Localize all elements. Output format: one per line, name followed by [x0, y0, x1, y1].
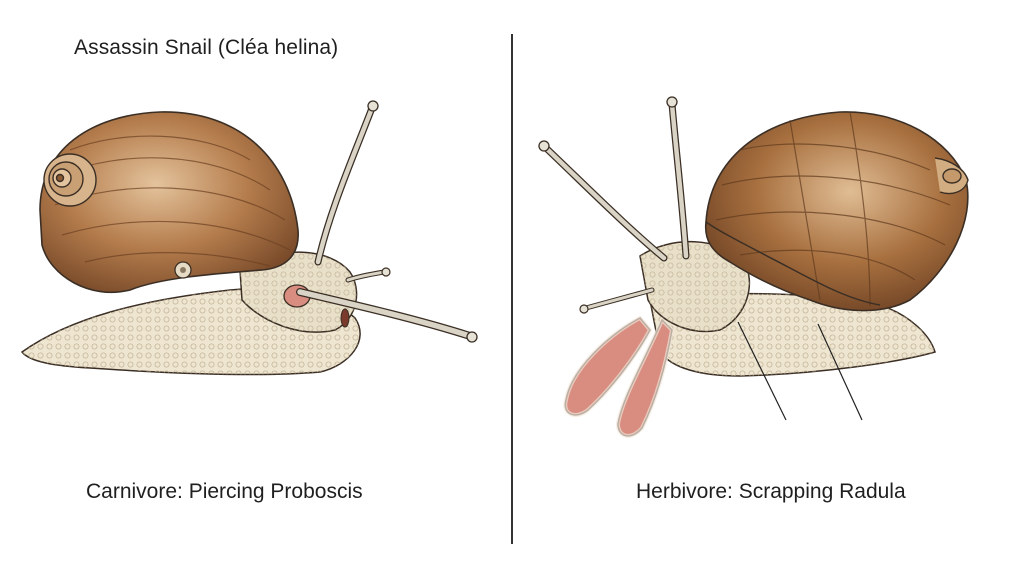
left-snail-spire — [43, 153, 97, 207]
right-snail-radula — [563, 315, 675, 438]
left-snail — [20, 100, 478, 376]
pointer-line-2 — [817, 323, 863, 421]
right-snail — [538, 96, 969, 438]
right-snail-spire — [934, 157, 969, 195]
pointer-line-1 — [737, 321, 787, 421]
panel-divider — [511, 34, 513, 544]
right-caption: Herbivore: Scrapping Radula — [636, 480, 906, 503]
diagram-title: Assassin Snail (Cléa helina) — [74, 36, 339, 59]
left-caption: Carnivore: Piercing Proboscis — [86, 480, 363, 503]
left-snail-shell — [39, 111, 299, 294]
right-snail-shell — [704, 111, 969, 312]
